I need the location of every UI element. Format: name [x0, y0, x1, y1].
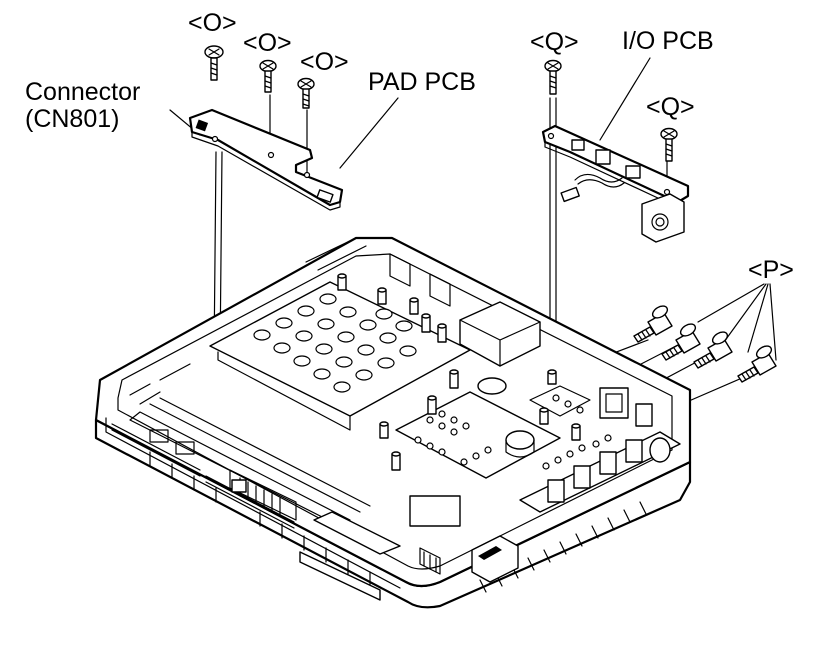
screw-p-4: [737, 345, 777, 383]
screw-p-1: [633, 305, 673, 343]
label-screw-o-2: <O>: [243, 29, 292, 57]
label-connector: Connector: [25, 78, 141, 106]
chassis: [94, 236, 692, 609]
screw-p-2: [661, 323, 701, 361]
screw-o-2: [259, 59, 277, 93]
label-screw-q-2: <Q>: [646, 93, 695, 121]
label-screw-o-1: <O>: [188, 9, 237, 37]
screw-p-3: [693, 331, 733, 369]
tray-holes: [253, 293, 417, 393]
screw-o-3: [297, 77, 315, 109]
io-pcb: [541, 124, 690, 243]
label-pad-pcb: PAD PCB: [368, 68, 476, 96]
label-screw-q-1: <Q>: [530, 28, 579, 56]
leader-lines: [169, 57, 777, 361]
pad-pcb: [188, 108, 344, 211]
label-screw-o-3: <O>: [300, 48, 349, 76]
screw-q-1: [544, 59, 562, 95]
screw-q-2: [660, 127, 678, 162]
label-io-pcb: I/O PCB: [622, 27, 714, 55]
label-connector-ref: (CN801): [25, 105, 120, 133]
screw-o-1: [204, 45, 224, 81]
label-screw-p: <P>: [748, 256, 794, 284]
